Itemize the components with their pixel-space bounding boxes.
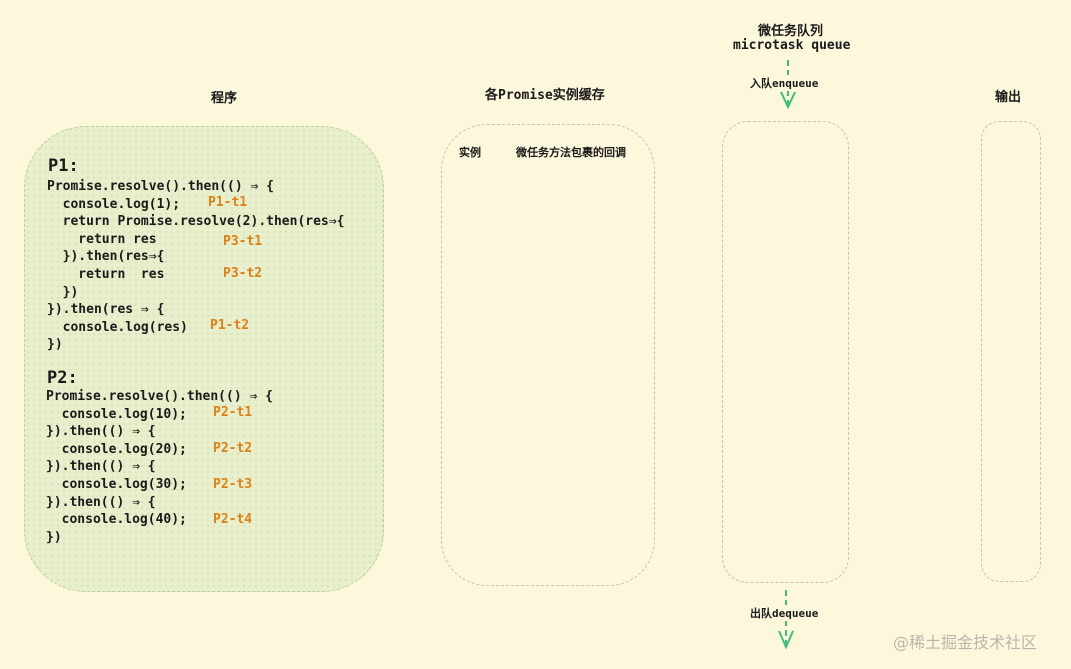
queue-heading-en: microtask queue [733, 38, 851, 53]
code-line: console.log(1); [47, 196, 181, 212]
output-box [981, 121, 1041, 582]
cache-column-instance: 实例 [459, 146, 481, 159]
task-tag-p3-t2: P3-t2 [223, 266, 263, 281]
code-line: }).then(() ⇒ { [46, 459, 156, 475]
code-line: }).then(res⇒{ [47, 249, 165, 265]
code-line: console.log(res) [47, 319, 188, 335]
watermark: @稀土掘金技术社区 [893, 633, 1038, 652]
program-code-box [24, 126, 384, 592]
p1-title: P1: [48, 156, 79, 176]
code-line: console.log(30); [46, 476, 187, 492]
task-tag-p2-t2: P2-t2 [213, 441, 253, 456]
code-line: }) [47, 337, 63, 353]
output-heading: 输出 [995, 90, 1022, 105]
code-line: return res [47, 231, 157, 247]
enqueue-label: 入队enqueue [750, 75, 819, 91]
task-tag-p1-t1: P1-t1 [208, 195, 248, 210]
code-line: }).then(res ⇒ { [47, 302, 165, 318]
code-line: }).then(() ⇒ { [46, 494, 156, 510]
code-line: Promise.resolve().then(() ⇒ { [46, 389, 273, 404]
code-line: console.log(10); [46, 406, 187, 422]
cache-heading: 各Promise实例缓存 [485, 88, 605, 103]
queue-heading-cn: 微任务队列 [758, 24, 824, 39]
p2-code: Promise.resolve().then(() ⇒ { console.lo… [46, 388, 273, 546]
task-tag-p2-t4: P2-t4 [213, 512, 253, 527]
cache-column-callback: 微任务方法包裹的回调 [516, 146, 626, 159]
dequeue-label: 出队dequeue [750, 605, 819, 621]
code-line: }) [47, 284, 79, 300]
code-line: return Promise.resolve(2).then(res⇒{ [47, 214, 345, 230]
task-tag-p3-t1: P3-t1 [223, 234, 263, 249]
program-heading: 程序 [211, 91, 238, 106]
code-line: console.log(40); [46, 512, 187, 528]
task-tag-p1-t2: P1-t2 [210, 318, 250, 333]
task-tag-p2-t1: P2-t1 [213, 405, 253, 420]
dequeue-arrow-icon [778, 590, 794, 650]
microtask-queue-box [722, 121, 849, 583]
p1-code: Promise.resolve().then(() ⇒ { console.lo… [47, 178, 344, 354]
code-line: Promise.resolve().then(() ⇒ { [47, 179, 274, 194]
code-line: console.log(20); [46, 441, 187, 457]
cache-box [441, 124, 655, 586]
p2-title: P2: [47, 368, 78, 388]
task-tag-p2-t3: P2-t3 [213, 477, 253, 492]
code-line: return res [47, 266, 165, 282]
code-line: }).then(() ⇒ { [46, 424, 156, 440]
code-line: }) [46, 529, 62, 545]
